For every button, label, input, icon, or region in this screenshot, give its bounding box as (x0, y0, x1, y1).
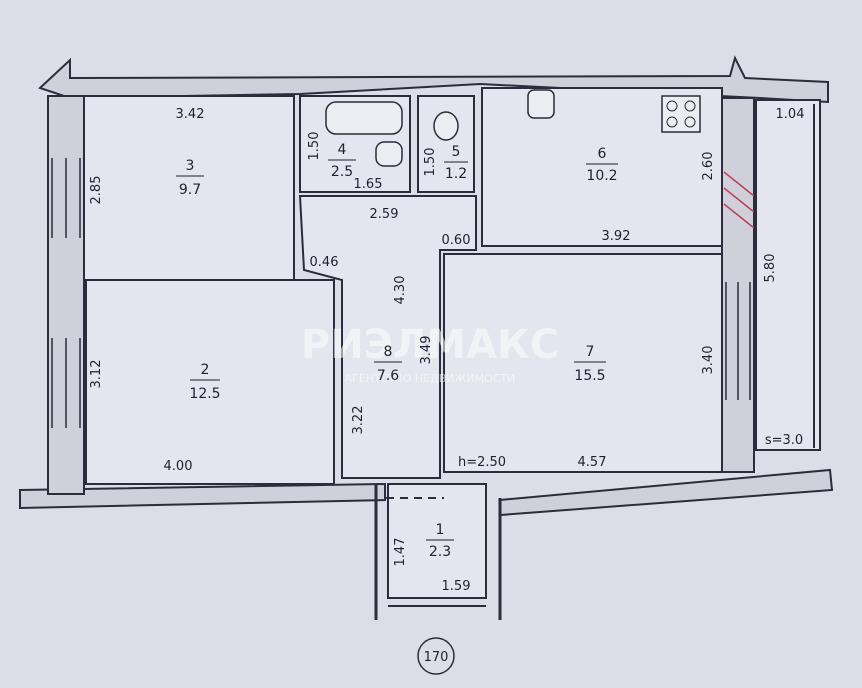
room-2-area (85, 279, 335, 485)
dim-r3-width: 3.42 (176, 107, 205, 122)
window-right-1 (725, 282, 751, 400)
svg-text:15.5: 15.5 (574, 368, 605, 384)
dim-r4-height: 1.50 (307, 132, 322, 161)
svg-text:2.3: 2.3 (429, 544, 451, 560)
svg-text:5: 5 (452, 144, 461, 160)
dim-r6-width: 3.92 (602, 229, 631, 244)
svg-text:3: 3 (186, 158, 195, 174)
bathtub-icon (325, 101, 403, 135)
window-left-1 (51, 158, 81, 238)
room-1-label: 1 2.3 (426, 522, 454, 560)
room-7-area (443, 253, 723, 473)
room-8-label: 8 7.6 (374, 344, 402, 384)
svg-text:12.5: 12.5 (189, 386, 220, 402)
washbasin-icon (375, 141, 403, 167)
svg-text:1.2: 1.2 (445, 166, 467, 182)
sink-icon (527, 89, 555, 119)
outer-wall-left (47, 95, 85, 495)
room-4-label: 4 2.5 (328, 142, 356, 180)
sheet-number-circle (417, 637, 455, 675)
dim-hall-gap: 0.60 (442, 233, 471, 248)
svg-text:6: 6 (598, 146, 607, 162)
window-left-2 (51, 338, 81, 428)
dim-r7-width: 4.57 (578, 455, 607, 470)
watermark-brand: РИЭЛМАКС (301, 322, 559, 368)
dim-hall-lower: 3.22 (351, 406, 366, 435)
svg-text:9.7: 9.7 (179, 182, 201, 198)
sheet-number: 170 (424, 650, 449, 665)
dim-r3-height: 2.85 (89, 176, 104, 205)
room-1-area (387, 483, 487, 599)
dim-r2-height: 3.12 (89, 360, 104, 389)
svg-text:4: 4 (338, 142, 347, 158)
svg-text:10.2: 10.2 (586, 168, 617, 184)
dim-hall-width: 2.59 (370, 207, 399, 222)
dim-r7-height: 3.40 (701, 346, 716, 375)
dim-r5-height: 1.50 (423, 148, 438, 177)
window-right-kitchen (723, 171, 755, 229)
dim-hall-length: 4.30 (393, 276, 408, 305)
room-8-area (298, 195, 477, 479)
watermark-tagline: АГЕНТСТВО НЕДВИЖИМОСТИ (345, 372, 516, 385)
toilet-icon (433, 111, 459, 141)
room-3-label: 3 9.7 (176, 158, 204, 198)
dim-r7-depth: 3.49 (419, 336, 434, 365)
dim-r1-width: 1.59 (442, 579, 471, 594)
dim-r6-height: 2.60 (701, 152, 716, 181)
svg-text:2: 2 (201, 362, 210, 378)
dim-balcony-length: 5.80 (763, 254, 778, 283)
dim-r2-width: 4.00 (164, 459, 193, 474)
dim-r1-height: 1.47 (393, 538, 408, 567)
room-6-label: 6 10.2 (586, 146, 618, 184)
dim-balcony-area: s=3.0 (765, 433, 803, 448)
dim-r4-width: 1.65 (354, 177, 383, 192)
dim-ceiling: h=2.50 (458, 455, 506, 470)
stove-icon (661, 95, 701, 133)
svg-text:7.6: 7.6 (377, 368, 399, 384)
svg-text:2.5: 2.5 (331, 164, 353, 180)
svg-text:7: 7 (586, 344, 595, 360)
dim-hall-offset: 0.46 (310, 255, 339, 270)
dim-balcony-width: 1.04 (776, 107, 805, 122)
room-5-label: 5 1.2 (444, 144, 468, 182)
room-2-label: 2 12.5 (189, 362, 220, 402)
balcony (755, 99, 821, 451)
room-7-label: 7 15.5 (574, 344, 606, 384)
room-3-area (83, 95, 295, 281)
svg-text:8: 8 (384, 344, 393, 360)
svg-text:1: 1 (436, 522, 445, 538)
